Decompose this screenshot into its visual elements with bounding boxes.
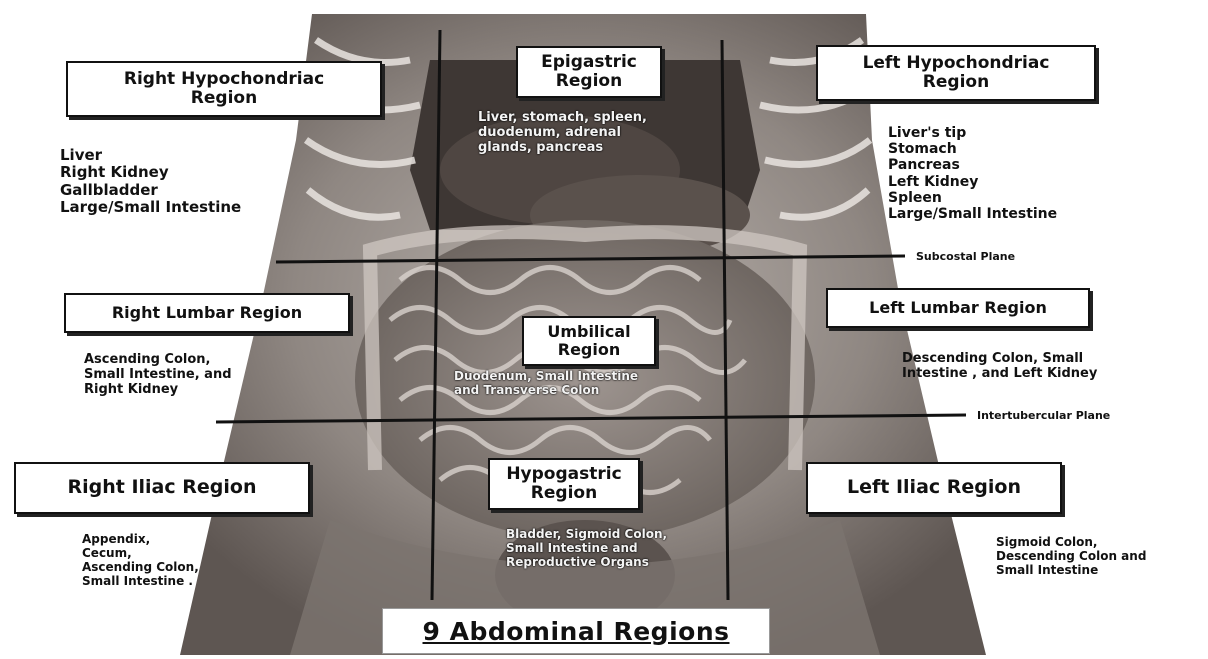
region-name-line: Left Iliac Region	[847, 477, 1021, 498]
region-name-line: Region	[923, 73, 989, 92]
organ-item: and Transverse Colon	[454, 384, 638, 398]
organ-item: duodenum, adrenal	[478, 125, 647, 140]
region-name-line: Region	[531, 484, 597, 503]
left-iliac-organs: Sigmoid Colon, Descending Colon and Smal…	[996, 536, 1146, 578]
umbilical-region-box: Umbilical Region	[522, 316, 656, 366]
intertubercular-plane-label: Intertubercular Plane	[977, 409, 1110, 422]
umbilical-organs: Duodenum, Small Intestine and Transverse…	[454, 370, 638, 398]
region-name-line: Right Hypochondriac	[124, 70, 324, 89]
organ-item: Liver, stomach, spleen,	[478, 110, 647, 125]
organ-item: Liver's tip	[888, 125, 1057, 141]
hypogastric-organs: Bladder, Sigmoid Colon, Small Intestine …	[506, 528, 667, 570]
right-iliac-organs: Appendix, Cecum, Ascending Colon, Small …	[82, 533, 199, 589]
organ-item: Stomach	[888, 141, 1057, 157]
region-name-line: Hypogastric	[506, 465, 621, 484]
organ-item: Spleen	[888, 190, 1057, 206]
subcostal-plane-label: Subcostal Plane	[916, 250, 1015, 263]
organ-item: Large/Small Intestine	[888, 206, 1057, 222]
epigastric-organs: Liver, stomach, spleen, duodenum, adrena…	[478, 110, 647, 155]
right-iliac-region-box: Right Iliac Region	[14, 462, 310, 514]
left-lumbar-region-box: Left Lumbar Region	[826, 288, 1090, 328]
organ-item: Small Intestine and	[506, 542, 667, 556]
organ-item: Right Kidney	[84, 382, 232, 397]
organ-item: Pancreas	[888, 157, 1057, 173]
right-hypochondriac-organs: Liver Right Kidney Gallbladder Large/Sma…	[60, 147, 241, 217]
region-name-line: Region	[191, 89, 257, 108]
diagram-title-box: 9 Abdominal Regions	[382, 608, 770, 654]
organ-item: Descending Colon and	[996, 550, 1146, 564]
diagram-title: 9 Abdominal Regions	[423, 617, 730, 646]
organ-item: Descending Colon, Small	[902, 351, 1097, 366]
organ-item: Left Kidney	[888, 174, 1057, 190]
organ-item: Intestine , and Left Kidney	[902, 366, 1097, 381]
region-name-line: Epigastric	[541, 53, 637, 72]
left-hypochondriac-organs: Liver's tip Stomach Pancreas Left Kidney…	[888, 125, 1057, 222]
organ-item: Small Intestine, and	[84, 367, 232, 382]
organ-item: Gallbladder	[60, 182, 241, 199]
hypogastric-region-box: Hypogastric Region	[488, 458, 640, 510]
organ-item: Small Intestine	[996, 564, 1146, 578]
organ-item: Ascending Colon,	[82, 561, 199, 575]
organ-item: Liver	[60, 147, 241, 164]
region-name-line: Umbilical	[547, 323, 630, 341]
organ-item: Appendix,	[82, 533, 199, 547]
left-hypochondriac-region-box: Left Hypochondriac Region	[816, 45, 1096, 101]
right-lumbar-organs: Ascending Colon, Small Intestine, and Ri…	[84, 352, 232, 397]
organ-item: glands, pancreas	[478, 140, 647, 155]
right-hypochondriac-region-box: Right Hypochondriac Region	[66, 61, 382, 117]
region-name-line: Right Lumbar Region	[112, 304, 302, 322]
region-name-line: Left Lumbar Region	[869, 299, 1047, 317]
region-name-line: Right Iliac Region	[68, 477, 257, 498]
organ-item: Small Intestine .	[82, 575, 199, 589]
organ-item: Reproductive Organs	[506, 556, 667, 570]
left-lumbar-organs: Descending Colon, Small Intestine , and …	[902, 351, 1097, 381]
right-lumbar-region-box: Right Lumbar Region	[64, 293, 350, 333]
organ-item: Large/Small Intestine	[60, 199, 241, 216]
organ-item: Duodenum, Small Intestine	[454, 370, 638, 384]
organ-item: Bladder, Sigmoid Colon,	[506, 528, 667, 542]
epigastric-region-box: Epigastric Region	[516, 46, 662, 98]
region-name-line: Region	[558, 341, 621, 359]
organ-item: Right Kidney	[60, 164, 241, 181]
region-name-line: Left Hypochondriac	[863, 54, 1050, 73]
region-name-line: Region	[556, 72, 622, 91]
organ-item: Sigmoid Colon,	[996, 536, 1146, 550]
organ-item: Cecum,	[82, 547, 199, 561]
organ-item: Ascending Colon,	[84, 352, 232, 367]
left-iliac-region-box: Left Iliac Region	[806, 462, 1062, 514]
